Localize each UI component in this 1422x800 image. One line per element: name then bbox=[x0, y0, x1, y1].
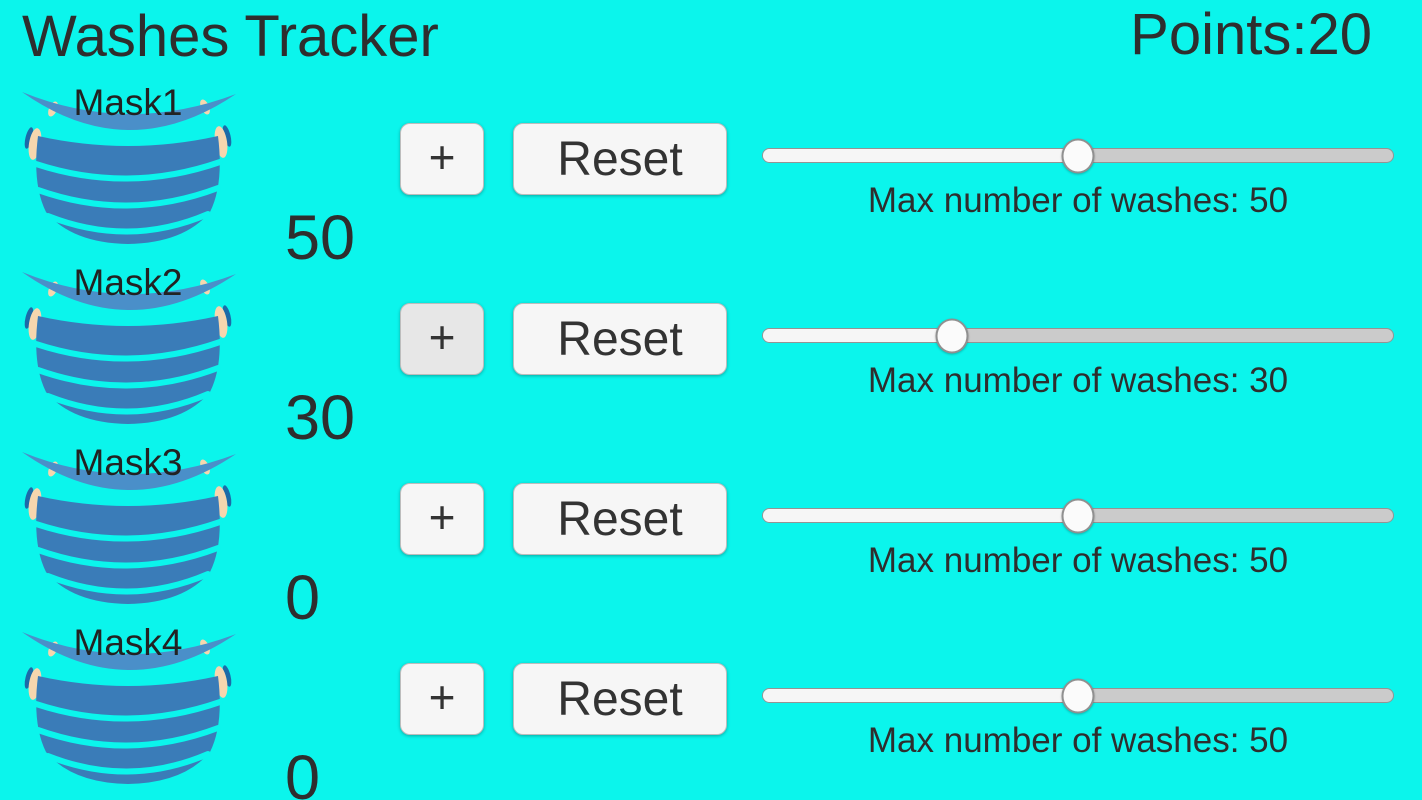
max-washes-label: Max number of washes: 50 bbox=[867, 181, 1289, 220]
max-washes-slider[interactable] bbox=[762, 678, 1394, 713]
plus-button[interactable]: + bbox=[400, 483, 484, 555]
slider-fill bbox=[763, 329, 952, 342]
mask-image: Mask3 bbox=[8, 440, 248, 610]
slider-thumb[interactable] bbox=[1061, 138, 1095, 173]
plus-button[interactable]: + bbox=[400, 303, 484, 375]
slider-fill bbox=[763, 689, 1078, 702]
plus-button[interactable]: + bbox=[400, 663, 484, 735]
plus-button[interactable]: + bbox=[400, 123, 484, 195]
max-washes-label: Max number of washes: 30 bbox=[867, 361, 1289, 400]
wash-count: 0 bbox=[285, 563, 321, 633]
face-mask-icon bbox=[22, 452, 236, 604]
max-washes-label: Max number of washes: 50 bbox=[867, 541, 1289, 580]
points-value: 20 bbox=[1307, 2, 1372, 67]
slider-fill bbox=[763, 149, 1078, 162]
slider-fill bbox=[763, 509, 1078, 522]
mask-name-label: Mask4 bbox=[73, 622, 183, 663]
reset-button[interactable]: Reset bbox=[513, 663, 727, 735]
slider-thumb[interactable] bbox=[1061, 498, 1095, 533]
mask-image: Mask4 bbox=[8, 620, 248, 790]
slider-thumb[interactable] bbox=[935, 318, 969, 353]
mask-row: Mask1 50 + Reset Max number of washes: 5… bbox=[0, 80, 1422, 272]
wash-count: 50 bbox=[285, 203, 356, 273]
reset-button[interactable]: Reset bbox=[513, 303, 727, 375]
face-mask-icon bbox=[22, 272, 236, 424]
header: Washes Tracker Points:20 bbox=[0, 0, 1422, 80]
mask-rows: Mask1 50 + Reset Max number of washes: 5… bbox=[0, 80, 1422, 800]
max-washes-label: Max number of washes: 50 bbox=[867, 721, 1289, 760]
mask-row: Mask2 30 + Reset Max number of washes: 3… bbox=[0, 260, 1422, 452]
page-title: Washes Tracker bbox=[22, 4, 439, 69]
mask-row: Mask4 0 + Reset Max number of washes: 50 bbox=[0, 620, 1422, 800]
max-washes-slider[interactable] bbox=[762, 318, 1394, 353]
mask-image: Mask2 bbox=[8, 260, 248, 430]
slider-thumb[interactable] bbox=[1061, 678, 1095, 713]
points-display: Points:20 bbox=[1130, 4, 1372, 66]
max-washes-slider[interactable] bbox=[762, 138, 1394, 173]
mask-image: Mask1 bbox=[8, 80, 248, 250]
wash-count: 30 bbox=[285, 383, 356, 453]
face-mask-icon bbox=[22, 92, 236, 244]
mask-name-label: Mask1 bbox=[73, 82, 183, 123]
face-mask-icon bbox=[22, 632, 236, 784]
max-washes-slider[interactable] bbox=[762, 498, 1394, 533]
mask-name-label: Mask3 bbox=[73, 442, 183, 483]
mask-name-label: Mask2 bbox=[73, 262, 183, 303]
reset-button[interactable]: Reset bbox=[513, 123, 727, 195]
points-label: Points: bbox=[1130, 2, 1308, 67]
reset-button[interactable]: Reset bbox=[513, 483, 727, 555]
wash-count: 0 bbox=[285, 743, 321, 800]
mask-row: Mask3 0 + Reset Max number of washes: 50 bbox=[0, 440, 1422, 632]
